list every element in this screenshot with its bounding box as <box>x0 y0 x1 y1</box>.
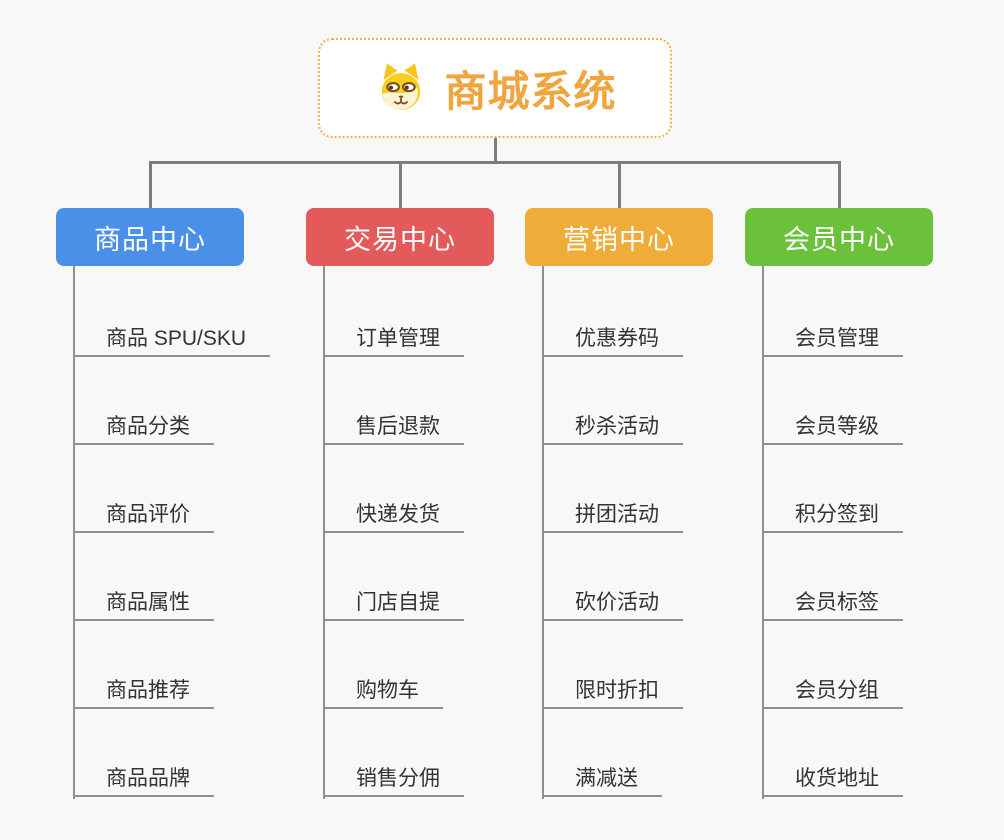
root-node[interactable]: 商城系统 <box>318 38 672 138</box>
connector-drop-product-center <box>149 161 152 210</box>
branch-node-product-center[interactable]: 商品中心 <box>56 208 244 266</box>
leaf-node[interactable]: 门店自提 <box>323 590 464 621</box>
leaf-node[interactable]: 售后退款 <box>323 414 464 445</box>
leaf-node[interactable]: 订单管理 <box>323 326 464 357</box>
branch-node-marketing-center[interactable]: 营销中心 <box>525 208 713 266</box>
doge-icon <box>382 63 421 110</box>
leaf-node[interactable]: 商品分类 <box>73 414 214 445</box>
leaf-node[interactable]: 会员标签 <box>762 590 903 621</box>
leaf-node[interactable]: 购物车 <box>323 678 443 709</box>
leaf-node[interactable]: 限时折扣 <box>542 678 683 709</box>
leaf-node[interactable]: 秒杀活动 <box>542 414 683 445</box>
leaf-node[interactable]: 快递发货 <box>323 502 464 533</box>
leaf-node[interactable]: 商品品牌 <box>73 766 214 797</box>
connector-drop-trade-center <box>399 161 402 210</box>
leaf-node[interactable]: 满减送 <box>542 766 662 797</box>
leaf-node[interactable]: 积分签到 <box>762 502 903 533</box>
connector-drop-marketing-center <box>618 161 621 210</box>
leaf-node[interactable]: 商品 SPU/SKU <box>73 326 271 357</box>
leaf-node[interactable]: 砍价活动 <box>542 590 683 621</box>
connector-horizontal-rail <box>149 161 841 164</box>
leaf-node[interactable]: 拼团活动 <box>542 502 683 533</box>
leaf-node[interactable]: 收货地址 <box>762 766 903 797</box>
leaf-node[interactable]: 商品评价 <box>73 502 214 533</box>
leaf-node[interactable]: 优惠券码 <box>542 326 683 357</box>
leaf-node[interactable]: 商品推荐 <box>73 678 214 709</box>
root-title: 商城系统 <box>444 67 617 115</box>
connector-root-stub <box>494 138 497 164</box>
leaf-node[interactable]: 会员分组 <box>762 678 903 709</box>
leaf-node[interactable]: 会员等级 <box>762 414 903 445</box>
connector-drop-member-center <box>838 161 841 210</box>
leaf-node[interactable]: 会员管理 <box>762 326 903 357</box>
leaf-node[interactable]: 商品属性 <box>73 590 214 621</box>
branch-node-trade-center[interactable]: 交易中心 <box>306 208 494 266</box>
branch-node-member-center[interactable]: 会员中心 <box>745 208 933 266</box>
leaf-node[interactable]: 销售分佣 <box>323 766 464 797</box>
